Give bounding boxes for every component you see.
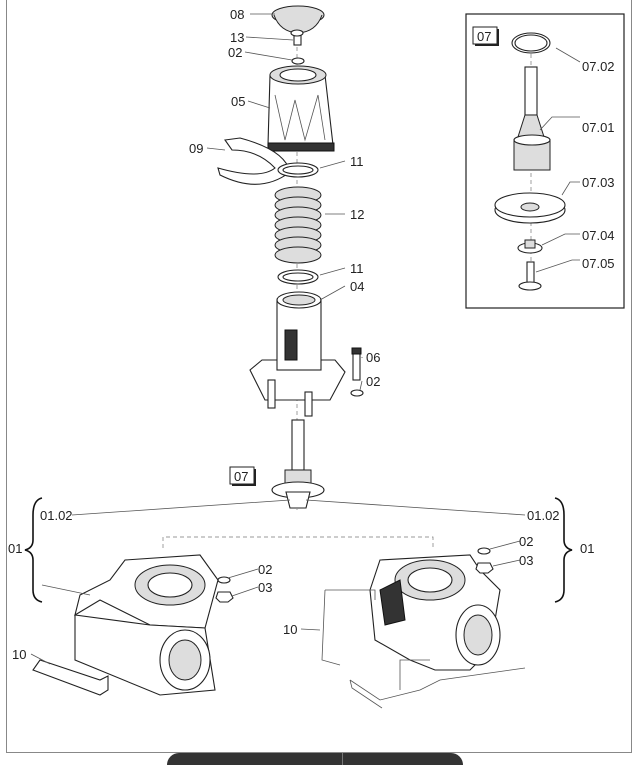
callout-09: 09 <box>189 141 203 156</box>
callout-02-c: 02 <box>258 562 272 577</box>
part-04-housing <box>249 291 346 417</box>
callout-0102-right: 01.02 <box>527 508 560 523</box>
callout-13: 13 <box>230 30 244 45</box>
part-09-clip <box>217 137 291 185</box>
part-02-washer-2 <box>350 389 364 397</box>
callout-03-c: 03 <box>258 580 272 595</box>
part-13-screw <box>290 29 304 46</box>
part-11-ring <box>277 162 319 178</box>
inset-callout-0701: 07.01 <box>582 120 615 135</box>
part-03-nut-right <box>475 562 494 574</box>
part-11-ring-lower <box>277 269 319 285</box>
callout-03-d: 03 <box>519 553 533 568</box>
diagram-frame <box>6 0 632 753</box>
inset-callout-0702: 07.02 <box>582 59 615 74</box>
part-0102-seat <box>285 491 311 509</box>
callout-10-left: 10 <box>12 647 26 662</box>
part-02-washer-3 <box>217 576 231 584</box>
callout-01-right: 01 <box>580 541 594 556</box>
callout-04: 04 <box>350 279 364 294</box>
part-05-knob <box>267 65 335 152</box>
inset-07-detail: 07 07.02 07.01 07.03 07.04 07.05 <box>465 13 625 309</box>
part-06-bolt <box>351 347 362 381</box>
inset-callout-0704: 07.04 <box>582 228 615 243</box>
part-01-valve-body-left <box>74 554 219 696</box>
inset-callout-0705: 07.05 <box>582 256 615 271</box>
brace-left <box>24 497 43 603</box>
callout-12: 12 <box>350 207 364 222</box>
callout-01-left: 01 <box>8 541 22 556</box>
inset-title: 07 <box>477 29 491 44</box>
part-12-spring <box>274 186 322 264</box>
callout-0102-left: 01.02 <box>40 508 73 523</box>
callout-11-lower: 11 <box>350 261 364 276</box>
callout-02: 02 <box>228 45 242 60</box>
part-02-washer <box>291 57 305 65</box>
callout-08: 08 <box>230 7 244 22</box>
callout-02-d: 02 <box>519 534 533 549</box>
part-10-bracket-right <box>321 589 526 709</box>
callout-10-right: 10 <box>283 622 297 637</box>
part-01-valve-body-right <box>369 554 501 671</box>
callout-11: 11 <box>350 154 364 169</box>
part-03-nut-left <box>215 591 234 603</box>
callout-02-b: 02 <box>366 374 380 389</box>
callout-05: 05 <box>231 94 245 109</box>
callout-07-box: 07 <box>234 469 248 484</box>
brace-right <box>554 497 573 603</box>
part-02-washer-4 <box>477 547 491 555</box>
callout-06: 06 <box>366 350 380 365</box>
part-07-valve <box>271 419 325 499</box>
inset-callout-0703: 07.03 <box>582 175 615 190</box>
part-08-cap <box>271 5 325 34</box>
part-10-bracket-left <box>32 659 109 696</box>
